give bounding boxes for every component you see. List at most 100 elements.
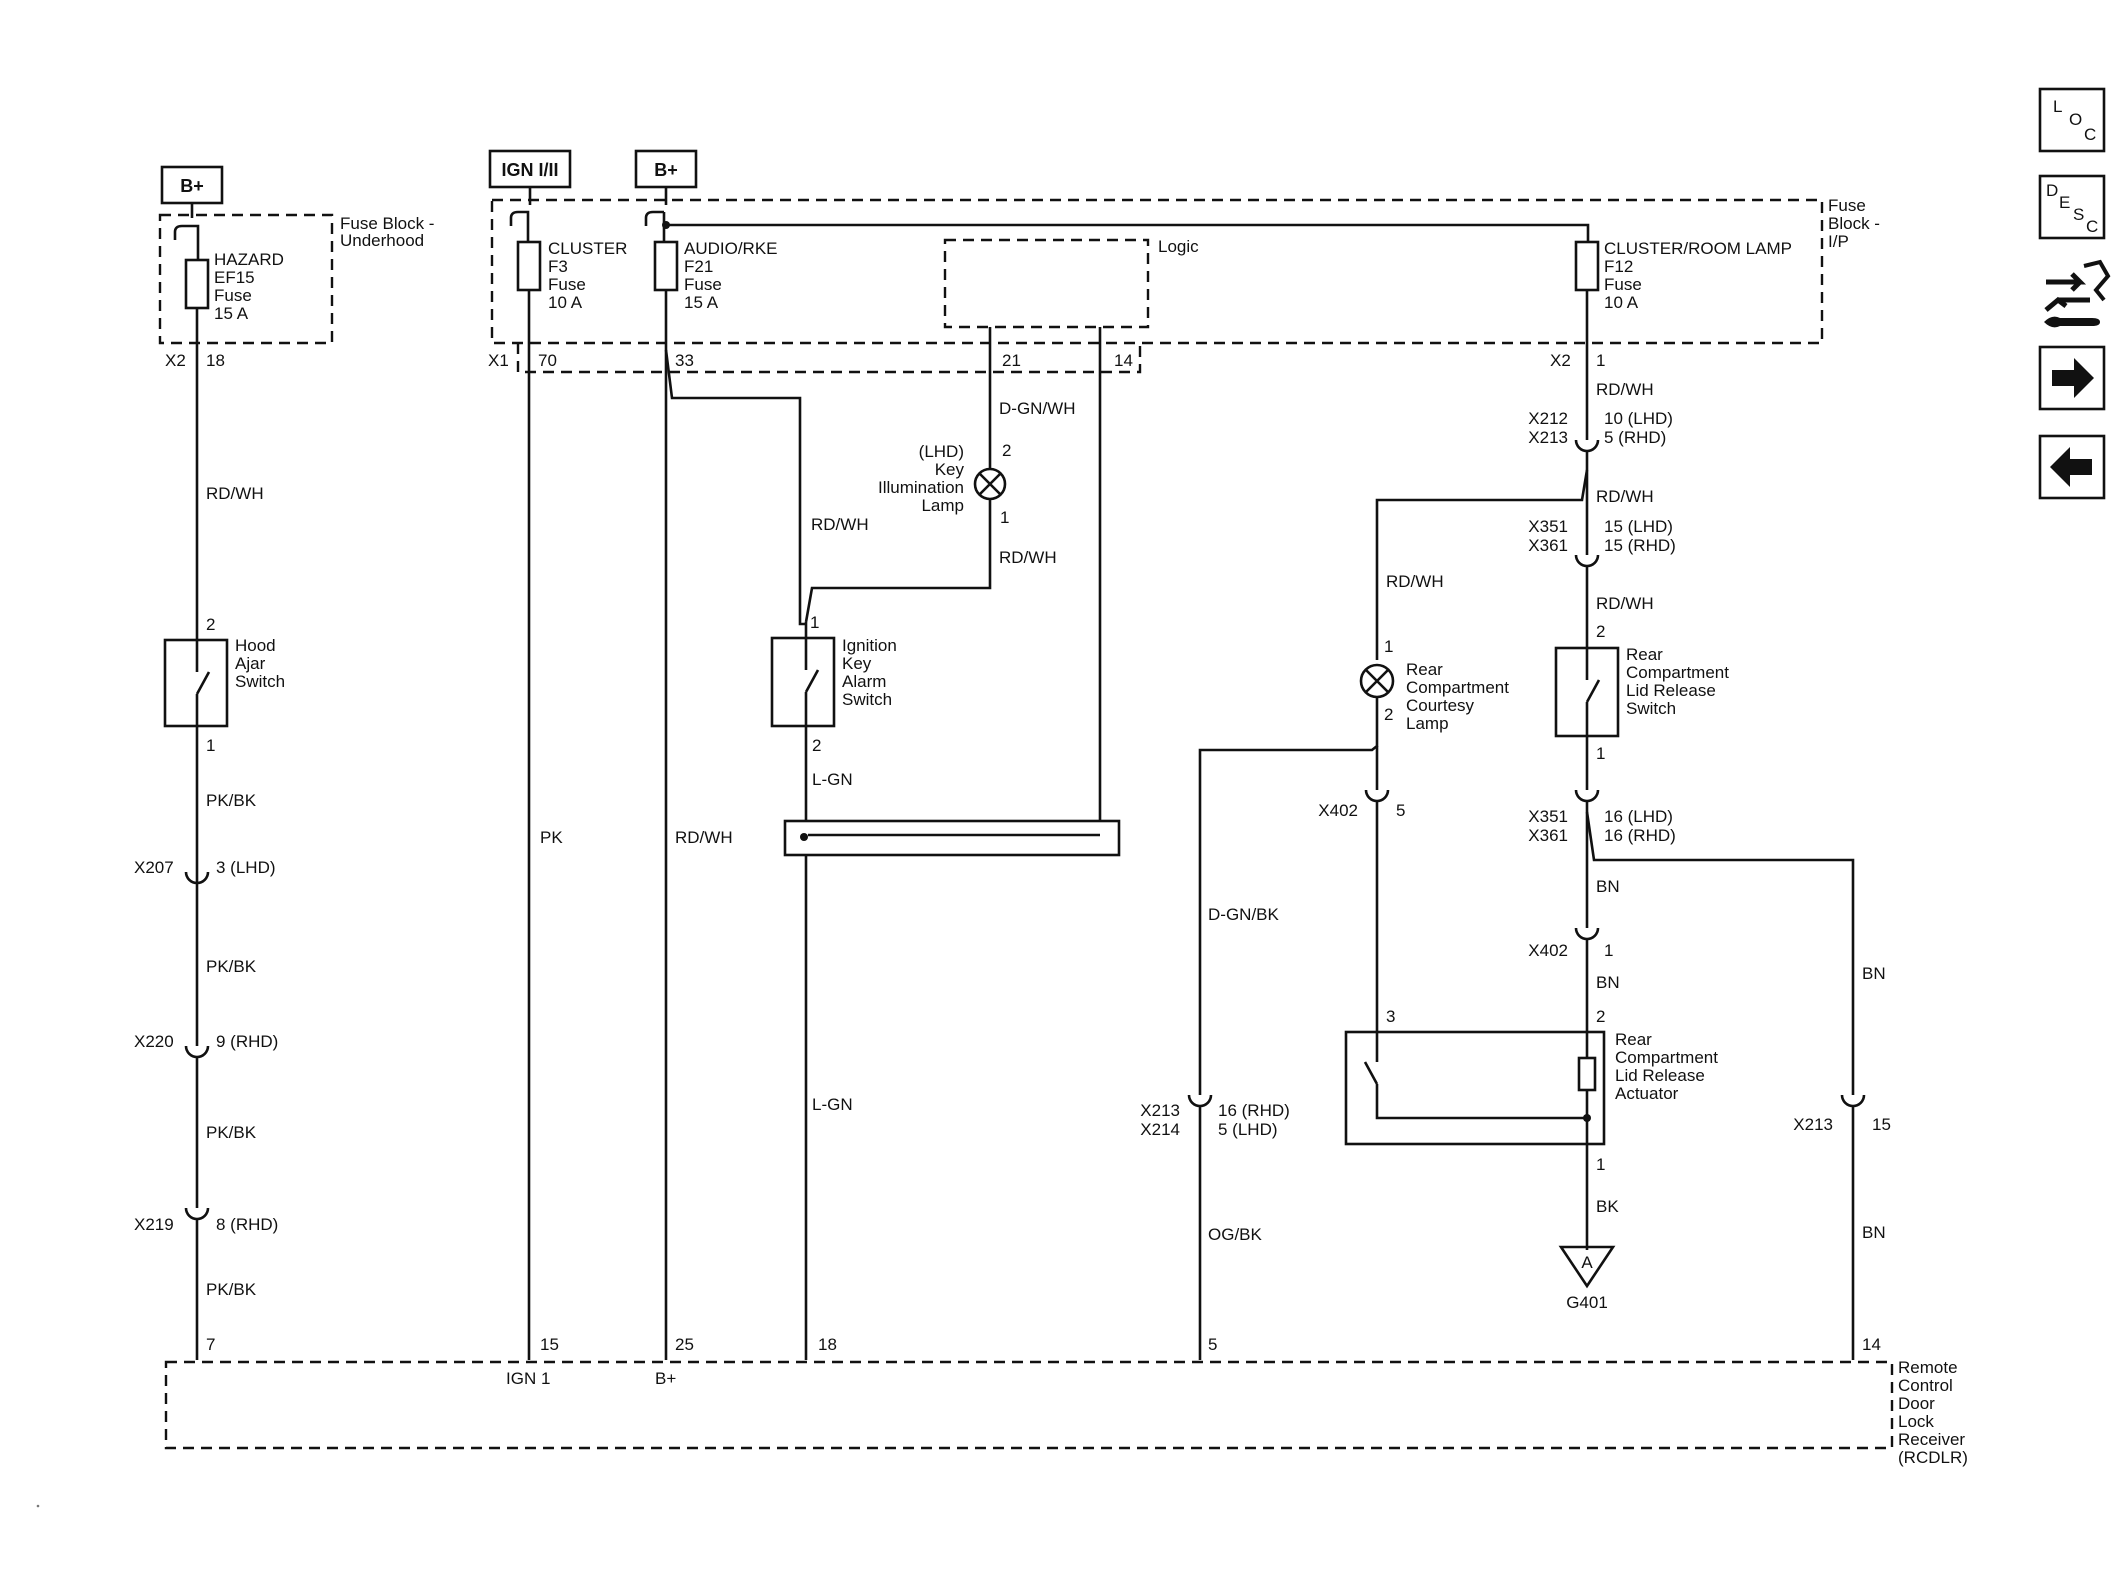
actuator-coil-symbol [1577,1056,1597,1092]
ign-switch-label: Ignition [842,636,897,655]
connector-x402-a-symbol [1364,789,1390,803]
key-lamp-pin-2: 2 [1002,441,1011,460]
source-bplus-mid: B+ [634,149,698,189]
ground-g401-symbol [1558,1245,1616,1289]
circuit-audio-rke [644,187,1590,1360]
wire-label-ogbk: OG/BK [1208,1225,1263,1244]
wire-label-bn-4: BN [1862,1223,1886,1242]
connector-x402-a-pin: 5 [1396,801,1405,820]
connector-x1: X1 [488,351,509,370]
connector-x212: X212 [1528,409,1568,428]
ign-switch-label-4: Switch [842,690,892,709]
fuse-hazard-symbol [184,258,210,310]
connector-x402-a: X402 [1318,801,1358,820]
next-button[interactable] [2038,345,2106,411]
lid-release-actuator-box [1344,1030,1606,1146]
rcdlr-pin-15: 15 [540,1335,559,1354]
back-button[interactable] [2038,434,2106,500]
connector-x1-pin70: 70 [538,351,557,370]
fuse-cluster-name: CLUSTER [548,239,627,258]
circuit-rear-compartment [1187,240,1866,1360]
connector-x214: X214 [1140,1120,1180,1139]
description-icon-c: C [2086,217,2098,236]
fuse-hazard-id: EF15 [214,268,255,287]
connector-x219-pin: 8 (RHD) [216,1215,278,1234]
release-switch-pin-2: 2 [1596,622,1605,641]
courtesy-lamp-label: Rear [1406,660,1443,679]
rcdlr-pin-18: 18 [818,1335,837,1354]
key-lamp-label-2: Key [935,460,965,479]
connector-x351-b-pin-rhd: 16 (RHD) [1604,826,1676,845]
connector-x2-right-pin: 1 [1596,351,1605,370]
service-button[interactable] [2044,259,2111,328]
wire-label-rdwh-6: RD/WH [1596,487,1654,506]
rcdlr-ign1-label: IGN 1 [506,1369,550,1388]
description-button[interactable]: D E S C [2038,174,2106,240]
arrow-right-icon [2052,358,2094,398]
courtesy-lamp-pin-1: 1 [1384,637,1393,656]
speck [36,1504,40,1508]
fuse-cluster-type: Fuse [548,275,586,294]
connector-x207: X207 [134,858,174,877]
junction-dot-bus [662,221,670,229]
fuse-hazard-name: HAZARD [214,250,284,269]
actuator-label-4: Actuator [1615,1084,1679,1103]
source-bplus-left-label: B+ [180,176,204,196]
circuit-hazard [163,203,229,1360]
actuator-pin-2: 2 [1596,1007,1605,1026]
fuse-audio-id: F21 [684,257,713,276]
connector-pin21: 21 [1002,351,1021,370]
courtesy-lamp-label-3: Courtesy [1406,696,1475,715]
wire-label-pkbk-2: PK/BK [206,957,257,976]
release-switch-label-4: Switch [1626,699,1676,718]
connector-x402-b-pin: 1 [1604,941,1613,960]
connector-x213-right: X213 [1793,1115,1833,1134]
nav-bar: L O C D E S C [2038,87,2111,500]
actuator-label-2: Compartment [1615,1048,1718,1067]
rcdlr-title-3: Door [1898,1394,1935,1413]
courtesy-lamp-label-2: Compartment [1406,678,1509,697]
fuse-audio-symbol [653,240,679,292]
wire-label-bk: BK [1596,1197,1619,1216]
fuse-room-type: Fuse [1604,275,1642,294]
rcdlr-pin-14: 14 [1862,1335,1881,1354]
wire-label-rdwh-8: RD/WH [1386,572,1444,591]
actuator-label-3: Lid Release [1615,1066,1705,1085]
connector-pin33: 33 [675,351,694,370]
connector-x219-symbol [184,1207,210,1221]
fuse-cluster-rating: 10 A [548,293,583,312]
logic-label: Logic [1158,237,1199,256]
hood-switch-label-2: Ajar [235,654,266,673]
ign-switch-label-2: Key [842,654,872,673]
connector-x351-b: X351 [1528,807,1568,826]
connector-x213-right-symbol [1840,1094,1866,1108]
fuse-room-id: F12 [1604,257,1633,276]
location-icon-l: L [2053,97,2062,116]
connector-x213: X213 [1140,1101,1180,1120]
connector-x220: X220 [134,1032,174,1051]
fuse-room-rating: 10 A [1604,293,1639,312]
wire-label-rdwh-3: RD/WH [999,548,1057,567]
wire-label-lgn-2: L-GN [812,1095,853,1114]
release-switch-label: Rear [1626,645,1663,664]
key-lamp-label-3: Illumination [878,478,964,497]
courtesy-lamp-label-4: Lamp [1406,714,1449,733]
arrow-left-icon [2050,447,2092,487]
circuit-cluster [509,187,542,1360]
actuator-pin-1: 1 [1596,1155,1605,1174]
release-switch-label-2: Compartment [1626,663,1729,682]
description-icon-d: D [2046,181,2058,200]
connector-x219: X219 [134,1215,174,1234]
connector-x207-symbol [184,871,210,885]
source-bplus-mid-label: B+ [654,160,678,180]
location-button[interactable]: L O C [2038,87,2106,153]
wire-label-rdwh-2: RD/WH [675,828,733,847]
fuse-block-ip-title-3: I/P [1828,232,1849,251]
connector-x213-pin-rhd: 16 (RHD) [1218,1101,1290,1120]
release-switch-pin-1: 1 [1596,744,1605,763]
fuse-hazard-type: Fuse [214,286,252,305]
actuator-pin-3: 3 [1386,1007,1395,1026]
wire-label-pkbk-4: PK/BK [206,1280,257,1299]
ign-switch-label-3: Alarm [842,672,886,691]
actuator-label: Rear [1615,1030,1652,1049]
